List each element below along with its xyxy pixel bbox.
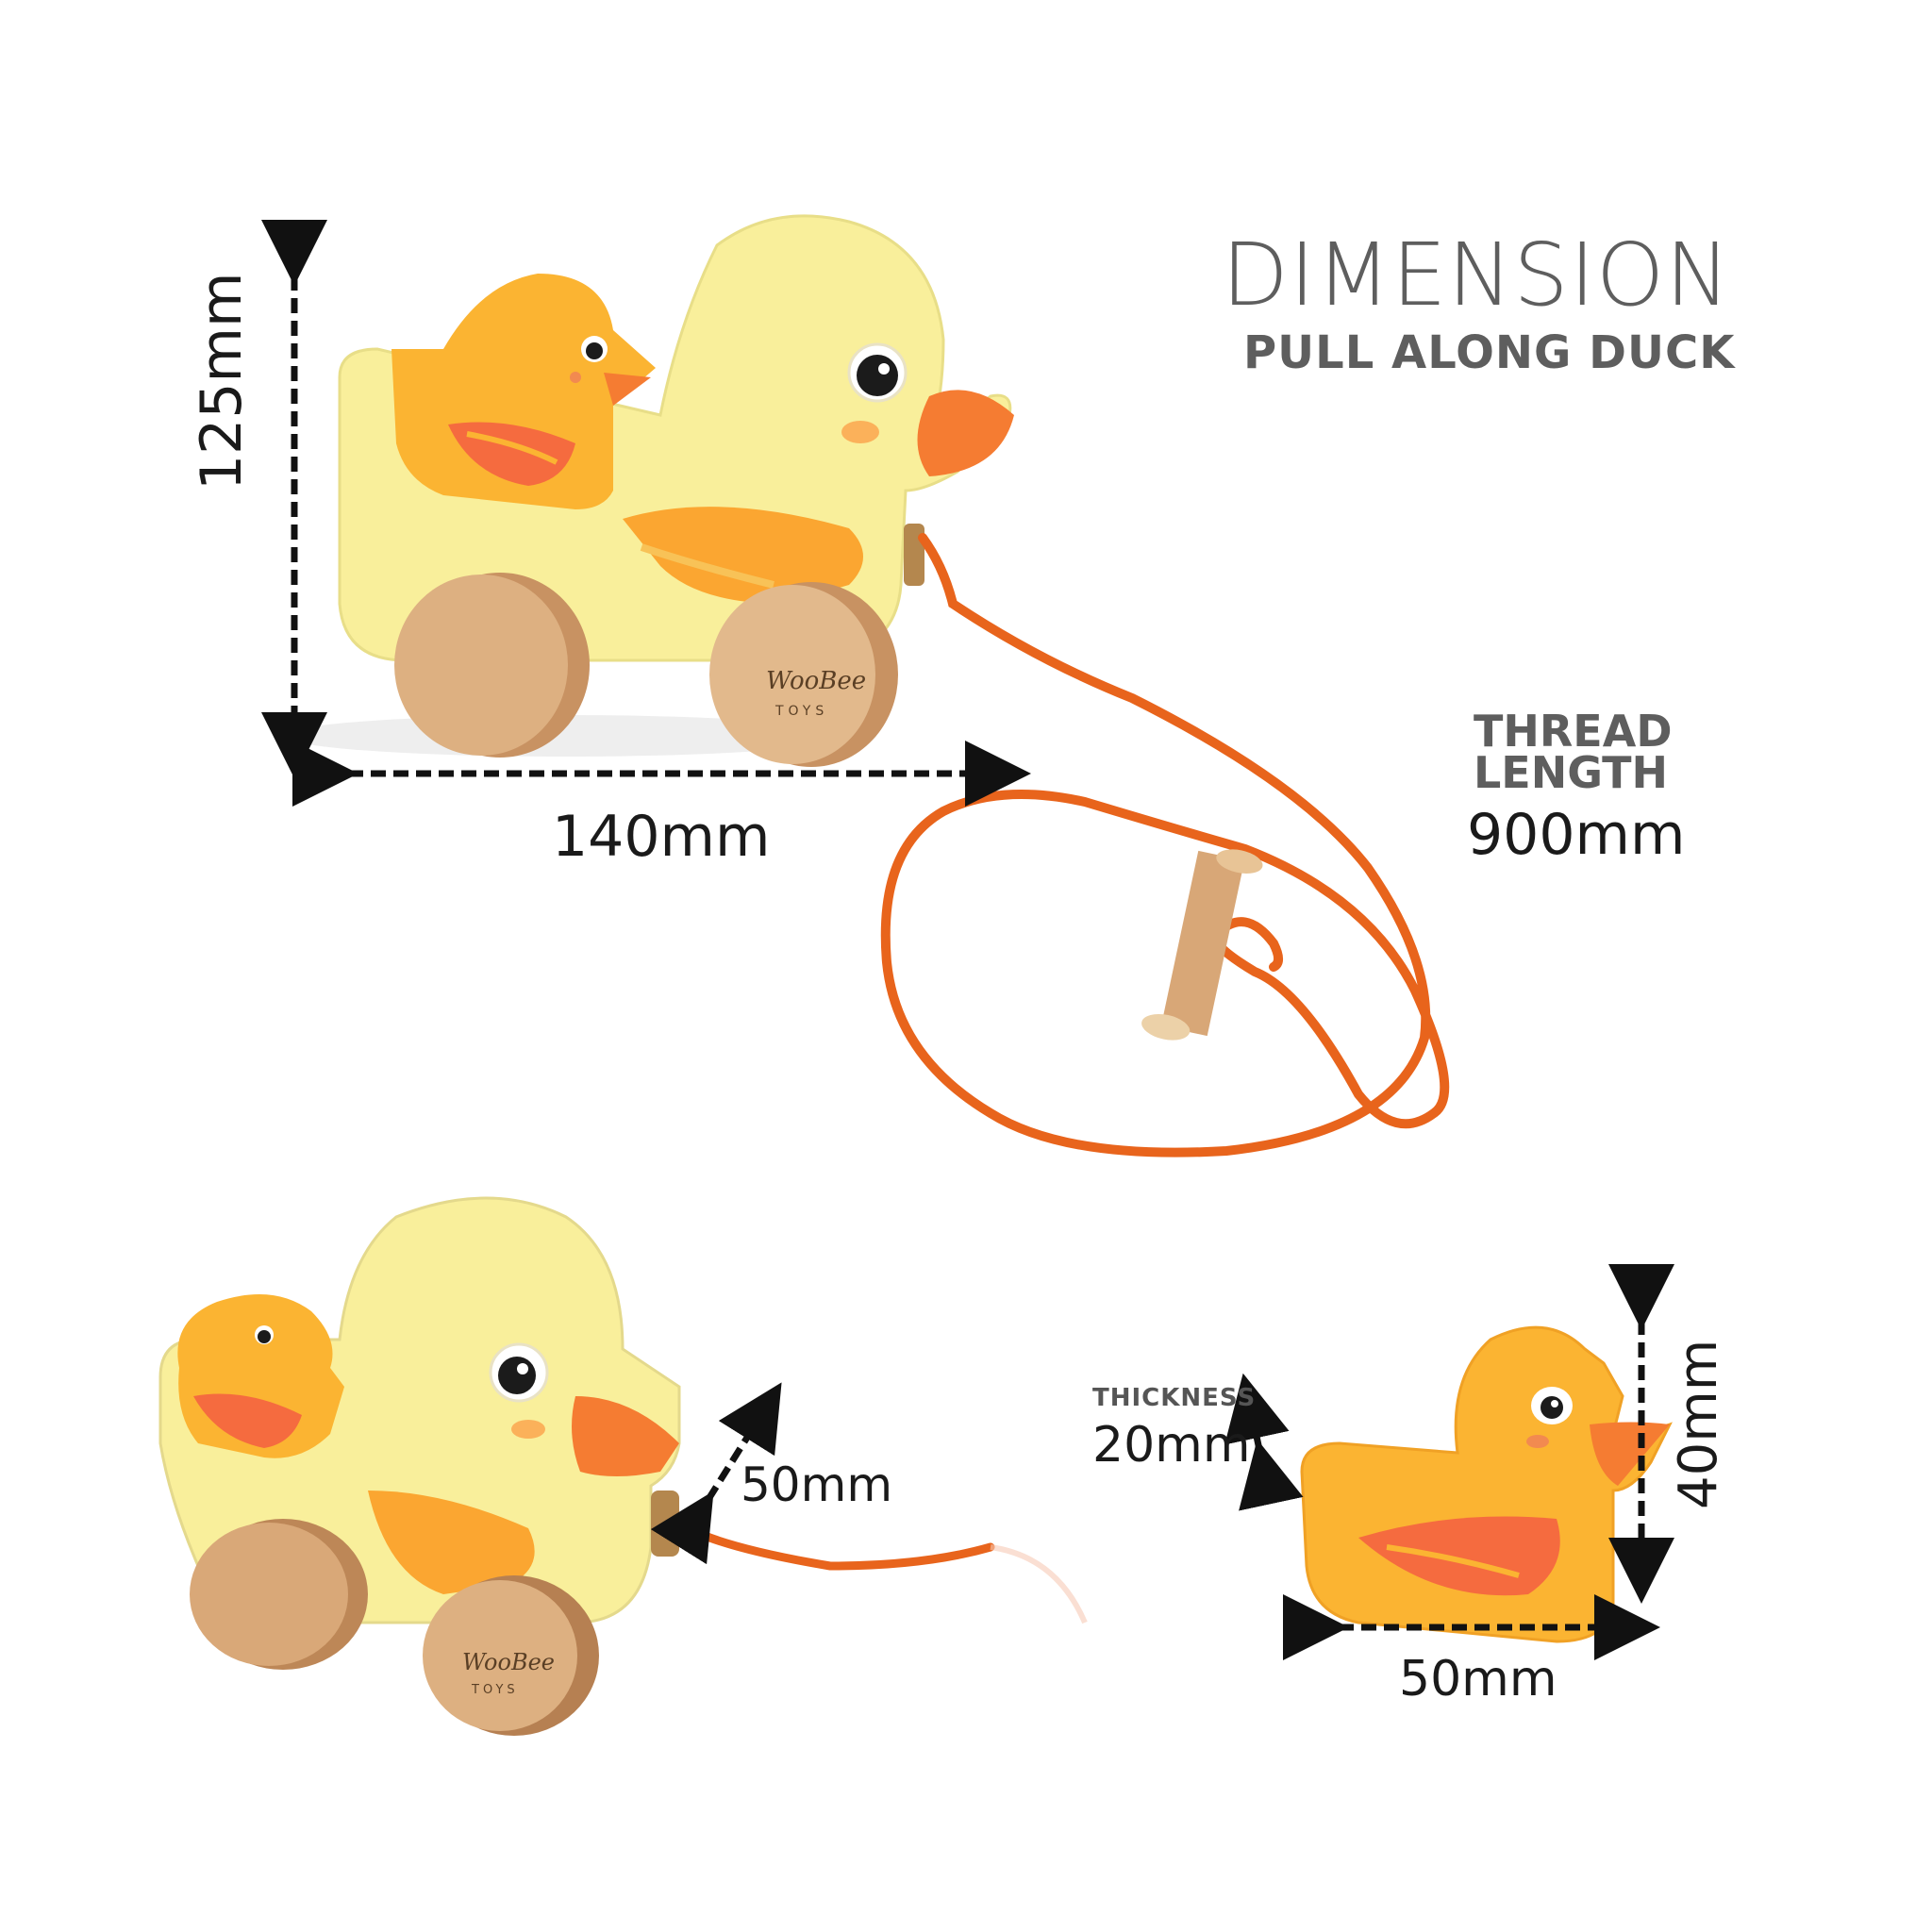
- duckling-piece: [1300, 1325, 1673, 1643]
- duckling-width-label: 50mm: [1399, 1651, 1557, 1707]
- svg-text:WooBee: WooBee: [766, 667, 866, 695]
- thickness-arrow: [1224, 1373, 1304, 1511]
- thickness-value: 20mm: [1092, 1417, 1251, 1474]
- duckling-height-label: 40mm: [1668, 1339, 1729, 1509]
- thread-label-line2: LENGTH: [1474, 747, 1669, 798]
- svg-text:WooBee: WooBee: [462, 1649, 555, 1675]
- thread-label-line1: THREAD: [1474, 706, 1673, 757]
- wooden-handle: [1141, 849, 1263, 1041]
- thread-length-value: 900mm: [1467, 802, 1686, 868]
- main-width-label: 140mm: [552, 804, 771, 870]
- page-subtitle: PULL ALONG DUCK: [1243, 326, 1736, 379]
- dimension-arrows: [261, 220, 1674, 1660]
- side-view-duck: WooBee TOYS: [158, 1196, 1088, 1736]
- pull-string: [880, 533, 1450, 1158]
- duckling-on-back: [391, 274, 656, 509]
- thickness-caption: THICKNESS: [1092, 1384, 1257, 1412]
- svg-text:TOYS: TOYS: [471, 1683, 519, 1697]
- main-height-label: 125mm: [189, 272, 255, 491]
- side-depth-label: 50mm: [741, 1457, 893, 1512]
- svg-text:TOYS: TOYS: [774, 704, 828, 719]
- main-duck-toy: WooBee TOYS: [283, 214, 1014, 767]
- page-title: DIMENSION: [1222, 225, 1732, 325]
